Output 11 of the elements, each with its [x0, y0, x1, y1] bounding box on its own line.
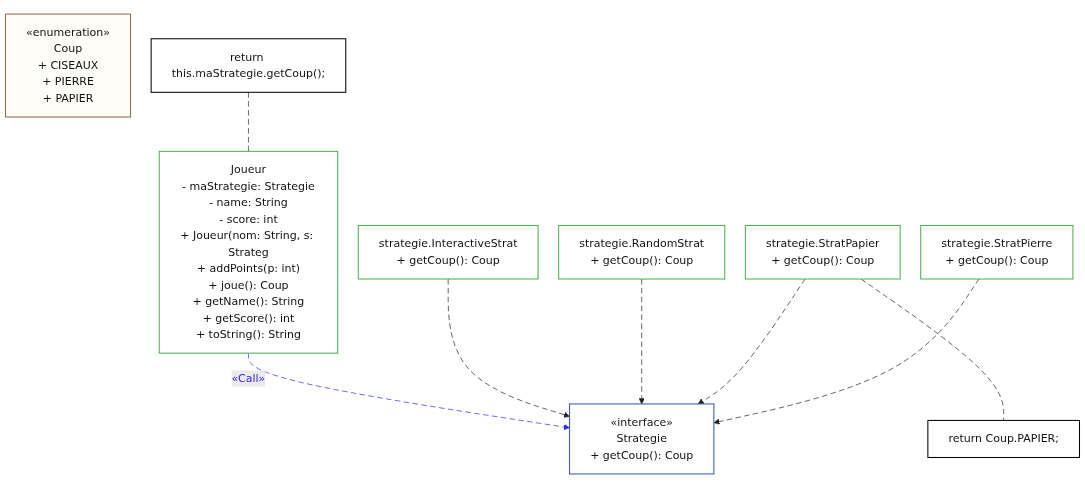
node-box: «enumeration» Coup + CISEAUX + PIERRE + PAPIER [4, 13, 132, 118]
edge-label: «Call» [231, 371, 266, 385]
node-box: strategie.StratPapier + getCoup(): Coup [744, 224, 901, 280]
node-box: strategie.InteractiveStrat + getCoup(): Coup [357, 224, 539, 280]
node-box: Joueur - maStrategie: Strategie - name: String - score: int + Joueur(nom: String, s: Strateg + addPoints(p: int) + joue(): Coup + getName(): String + getScore(): int + toString(): String [158, 150, 339, 354]
node-box: strategie.RandomStrat + getCoup(): Coup [558, 224, 726, 280]
node-box: strategie.StratPierre + getCoup(): Coup [920, 224, 1074, 280]
node-box: «interface» Strategie + getCoup(): Coup [569, 403, 715, 475]
node-box: return Coup.PAPIER; [927, 419, 1081, 458]
connector [248, 91, 249, 152]
node-box: return this.maStrategie.getCoup(); [150, 38, 347, 93]
